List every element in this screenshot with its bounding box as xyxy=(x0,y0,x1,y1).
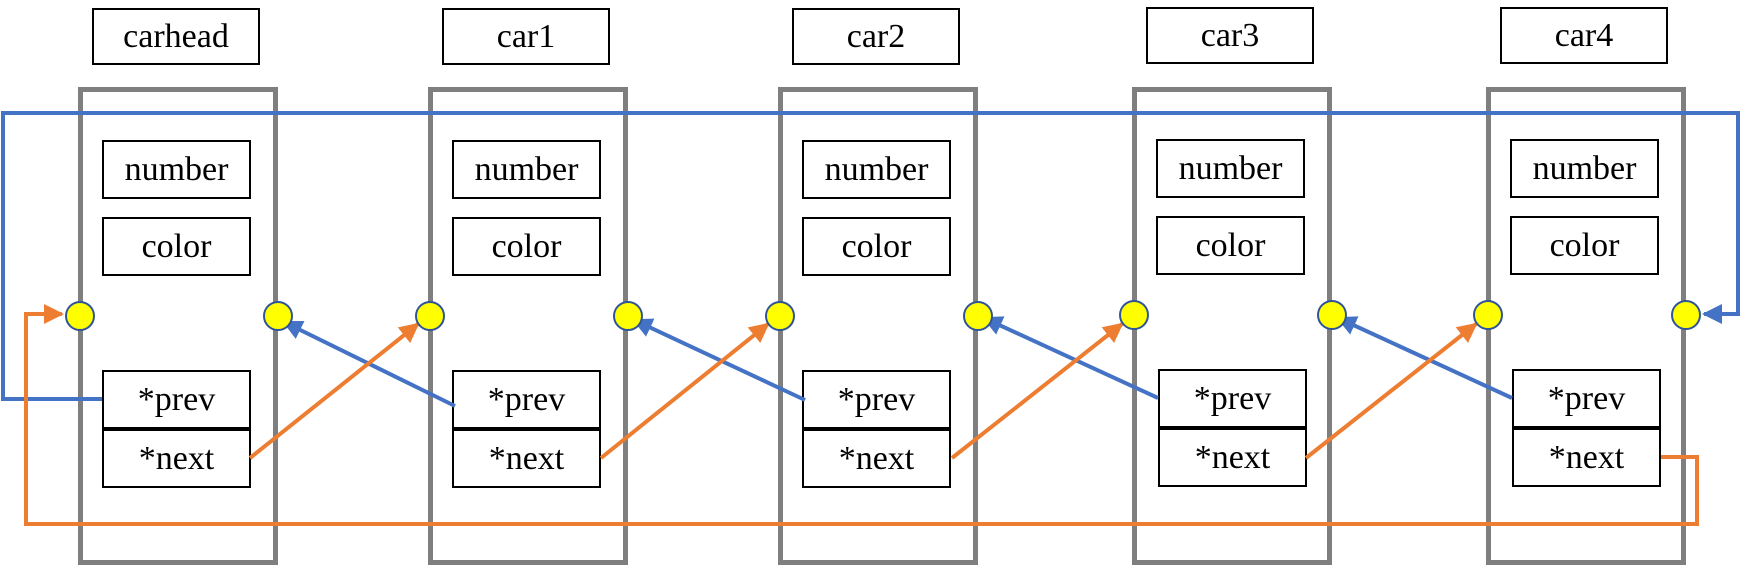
field-prev-pointer: *prev xyxy=(452,370,601,429)
field-prev-pointer: *prev xyxy=(802,370,951,429)
field-next-pointer: *next xyxy=(1158,428,1307,487)
field-number: number xyxy=(452,140,601,199)
node-title-car3: car3 xyxy=(1146,7,1314,64)
field-color: color xyxy=(1156,216,1305,275)
field-prev-pointer: *prev xyxy=(102,370,251,429)
field-next-pointer: *next xyxy=(1512,428,1661,487)
field-color: color xyxy=(802,217,951,276)
field-color: color xyxy=(102,217,251,276)
node-title-carhead: carhead xyxy=(92,8,260,65)
field-next-pointer: *next xyxy=(802,429,951,488)
field-next-pointer: *next xyxy=(102,429,251,488)
field-number: number xyxy=(802,140,951,199)
field-color: color xyxy=(1510,216,1659,275)
field-next-pointer: *next xyxy=(452,429,601,488)
field-prev-pointer: *prev xyxy=(1512,369,1661,428)
node-title-car1: car1 xyxy=(442,8,610,65)
field-prev-pointer: *prev xyxy=(1158,369,1307,428)
field-color: color xyxy=(452,217,601,276)
field-number: number xyxy=(1156,139,1305,198)
node-title-car4: car4 xyxy=(1500,7,1668,64)
node-title-car2: car2 xyxy=(792,8,960,65)
field-number: number xyxy=(102,140,251,199)
field-number: number xyxy=(1510,139,1659,198)
